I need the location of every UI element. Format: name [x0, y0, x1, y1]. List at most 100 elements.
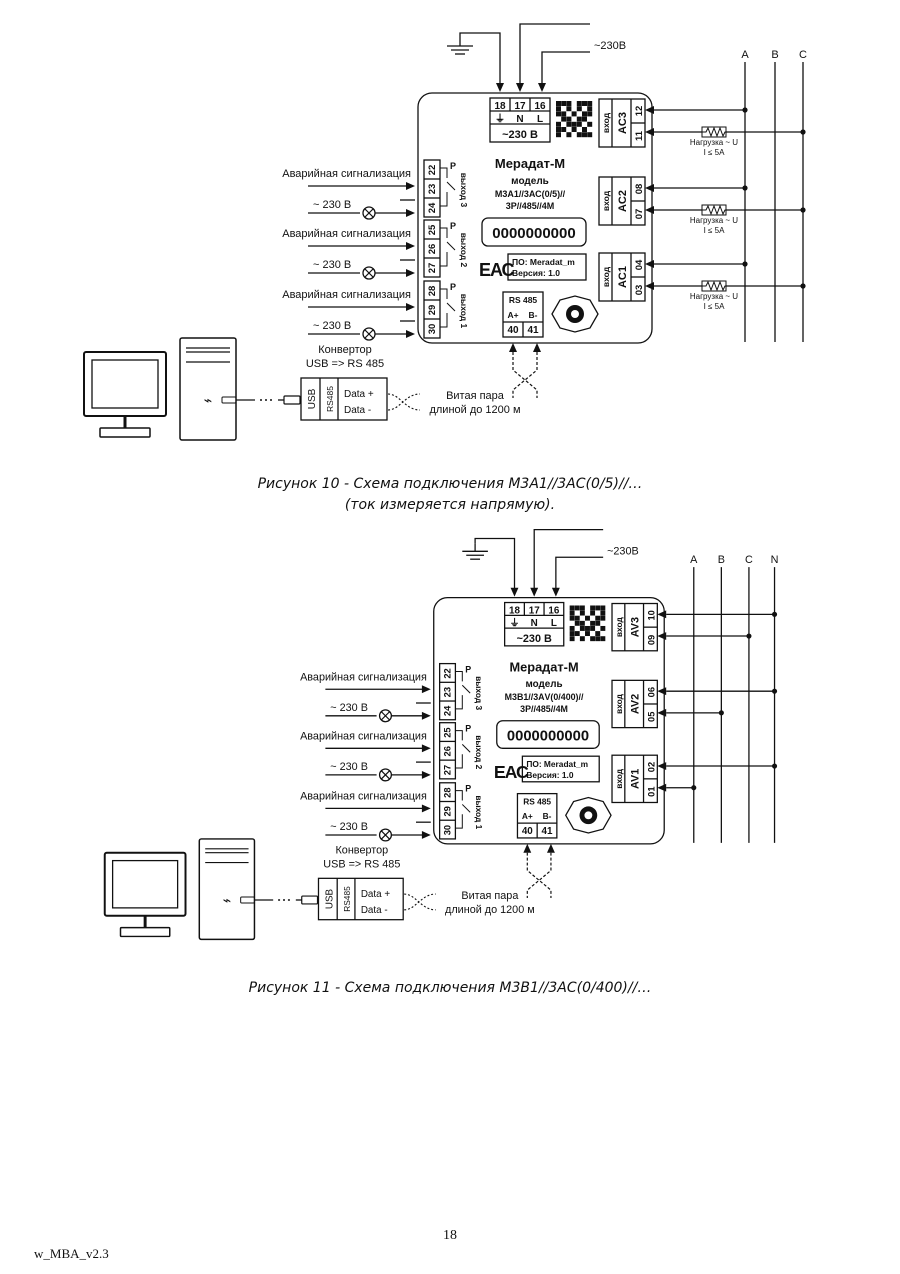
junction-dot: [742, 107, 748, 113]
qr-cell: [579, 620, 585, 626]
qr-cell: [566, 101, 572, 106]
relay-switch-icon: [461, 744, 471, 753]
input-arrow-icon: [657, 632, 667, 640]
power-terminal-frame: [489, 97, 551, 143]
qr-cell: [576, 106, 582, 112]
relay-contact-wire: [440, 288, 448, 299]
alarm-arrow-icon: [406, 242, 415, 250]
alarm-label: Аварийная сигнализация: [300, 730, 427, 742]
alarm-lamp-icon: [378, 768, 393, 782]
device-brand: Мерадат-М: [509, 659, 578, 674]
qr-cell: [569, 636, 575, 642]
relay-output-name: выход 1: [474, 795, 484, 829]
qr-cell: [582, 132, 587, 138]
lamp-cross: [381, 770, 390, 780]
qr-cell: [569, 631, 575, 637]
input-terminal: 11: [634, 130, 645, 141]
relay-terminal-number: 26: [442, 746, 452, 756]
converter-usb-label: USB: [324, 888, 335, 909]
monitor-base: [99, 427, 151, 438]
load-label: Нагрузка ~ U: [690, 138, 738, 147]
alarm-arrow-icon: [421, 711, 431, 720]
relay-switch-icon: [446, 302, 456, 312]
qr-cell: [556, 121, 561, 127]
power-terminal-symbol: L: [551, 618, 557, 629]
converter-type-label: USB => RS 485: [306, 358, 384, 370]
ground-arrow-icon: [496, 83, 504, 92]
qr-cell: [556, 101, 561, 106]
rs485-terminal-41: 41: [527, 325, 539, 336]
load-limit-label: I ≤ 5A: [704, 148, 726, 157]
power-voltage-label: ~230 В: [517, 633, 552, 645]
converter-type-label: USB => RS 485: [323, 858, 400, 870]
relay-terminal-number: 30: [427, 324, 438, 335]
alarm-voltage-label: ~ 230 В: [330, 821, 368, 833]
relay-terminal-number: 25: [427, 224, 438, 235]
rs485-cable: [526, 852, 552, 899]
qr-cell: [569, 615, 575, 621]
junction-dot: [742, 185, 748, 191]
load-limit-label: I ≤ 5A: [704, 226, 726, 235]
input-word: вход: [614, 693, 624, 714]
neutral-top-wire: [519, 23, 590, 33]
ground-icon: [462, 543, 488, 560]
input-terminal: 12: [634, 106, 645, 117]
input-name: AV3: [630, 617, 642, 637]
rs485-pin-b: B-: [543, 811, 552, 821]
alarm-lamp-icon: [362, 266, 376, 280]
alarm-voltage-label: ~ 230 В: [313, 259, 351, 271]
qr-cell: [556, 127, 561, 132]
junction-dot: [771, 763, 778, 769]
relay-p-label: Р: [450, 161, 456, 171]
load-resistor-icon: [702, 204, 729, 216]
input-name: AC3: [617, 112, 629, 134]
cert-outline: [551, 295, 599, 333]
usb-port-icon: [240, 896, 255, 904]
relay-terminal-frame: [423, 159, 441, 218]
qr-cell: [576, 116, 582, 122]
relay-terminal-number: 22: [442, 668, 452, 678]
lamp-cross: [364, 208, 374, 218]
alarm-arrow-icon: [406, 330, 415, 338]
qr-cell: [579, 636, 585, 642]
load-resistor-icon: [702, 126, 729, 138]
cert-outline: [564, 796, 612, 834]
relay-terminal-number: 24: [427, 202, 438, 213]
relay-switch-icon: [461, 684, 471, 694]
relay-contact-wire: [455, 754, 463, 769]
ground-wire: [459, 32, 501, 84]
relay-contact-wire: [455, 695, 463, 710]
qr-cell: [556, 106, 561, 112]
rs485-pin-a: A+: [507, 310, 518, 320]
relay-contact-wire: [440, 252, 448, 267]
usb-symbol-icon: ⌁: [223, 893, 231, 908]
figure-10-caption-line2: (ток измеряется напрямую).: [344, 497, 556, 513]
qr-cell: [582, 127, 587, 132]
phase-label-B: B: [771, 49, 778, 61]
alarm-label: Аварийная сигнализация: [300, 671, 427, 683]
input-terminal: 03: [634, 285, 645, 296]
qr-cell: [587, 132, 593, 138]
qr-cell: [582, 111, 587, 117]
qr-cell: [590, 610, 596, 616]
relay-contact-wire: [455, 790, 463, 801]
converter-label: Конвертор: [336, 845, 389, 857]
qr-cell: [574, 620, 580, 626]
input-terminal: 08: [634, 184, 645, 195]
qr-cell: [566, 121, 572, 127]
input-arrow-icon: [645, 260, 654, 268]
power-terminal-number: 16: [548, 605, 559, 616]
software-version: Версия: 1.0: [526, 770, 574, 780]
phase-label-N: N: [771, 554, 779, 566]
relay-contact-wire: [440, 192, 448, 207]
relay-p-label: Р: [465, 724, 471, 734]
qr-cell: [585, 615, 590, 621]
